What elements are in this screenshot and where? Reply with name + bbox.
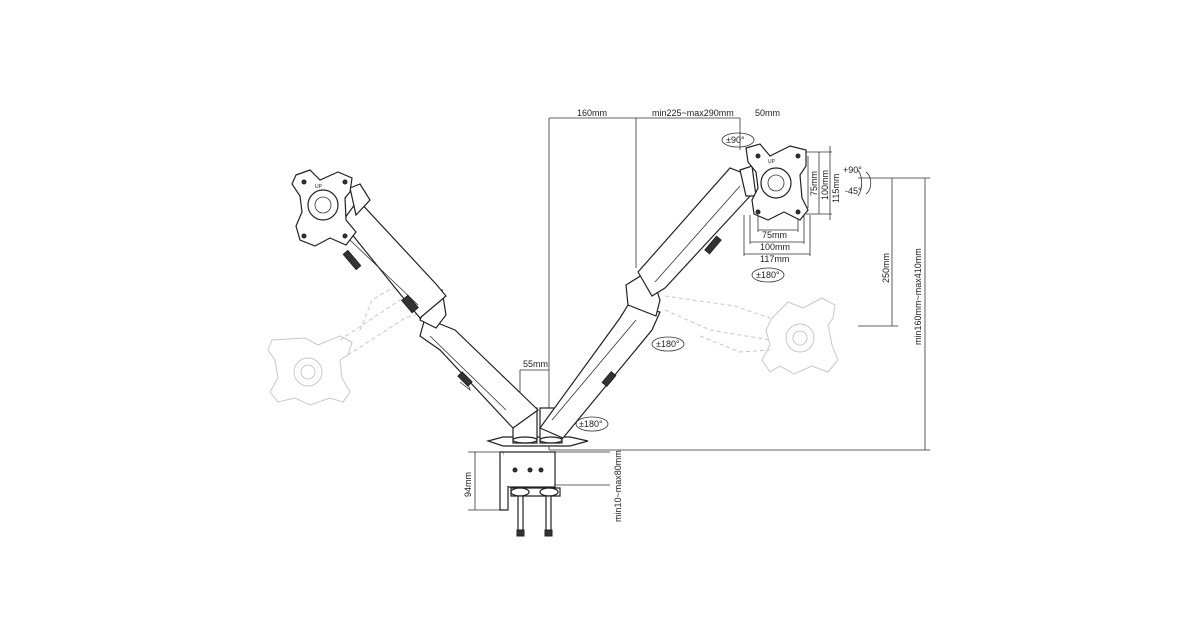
dim-arm-base-offset: 160mm — [577, 108, 607, 118]
rot-tilt-up: +90° — [843, 165, 862, 175]
dimension-labels: 160mm min225~max290mm 50mm ±90° 75mm 100… — [463, 108, 923, 522]
left-arm — [341, 183, 539, 429]
dim-vesa-h-75: 75mm — [762, 230, 787, 240]
dim-height-adjust: 250mm — [881, 253, 891, 283]
right-plate-up-label: UP — [768, 159, 776, 165]
rot-swivel-mid: ±180° — [656, 339, 680, 349]
left-plate-up-label: UP — [315, 184, 323, 190]
ghost-right-monitor-position — [664, 295, 839, 375]
desk-clamp — [485, 436, 589, 537]
rotation-indicators — [575, 132, 872, 432]
rot-tilt-down: -45° — [845, 186, 862, 196]
rot-swivel-base: ±180° — [579, 419, 603, 429]
dim-pole-width: 55mm — [523, 359, 548, 369]
dimension-lines — [468, 117, 930, 511]
dim-vesa-h-100: 100mm — [760, 242, 790, 252]
dim-vesa-v-75: 75mm — [809, 171, 819, 196]
rot-tilt-angle: ±90° — [726, 135, 745, 145]
dim-vesa-v-100: 100mm — [820, 170, 830, 200]
right-vesa-plate: UP — [745, 143, 809, 221]
rot-swivel-top: ±180° — [756, 270, 780, 280]
dim-arm-reach: min225~max290mm — [652, 108, 734, 118]
right-arm — [539, 165, 757, 439]
left-vesa-plate: UP — [291, 169, 357, 247]
dim-clamp-height: 94mm — [463, 472, 473, 497]
dim-vesa-v-115: 115mm — [831, 174, 841, 203]
dim-vesa-h-117: 117mm — [760, 254, 789, 264]
dim-tilt-offset: 50mm — [755, 108, 780, 118]
dim-desk-thickness: min10~max80mm — [613, 450, 623, 522]
dim-total-height: min160mm~max410mm — [913, 248, 923, 345]
